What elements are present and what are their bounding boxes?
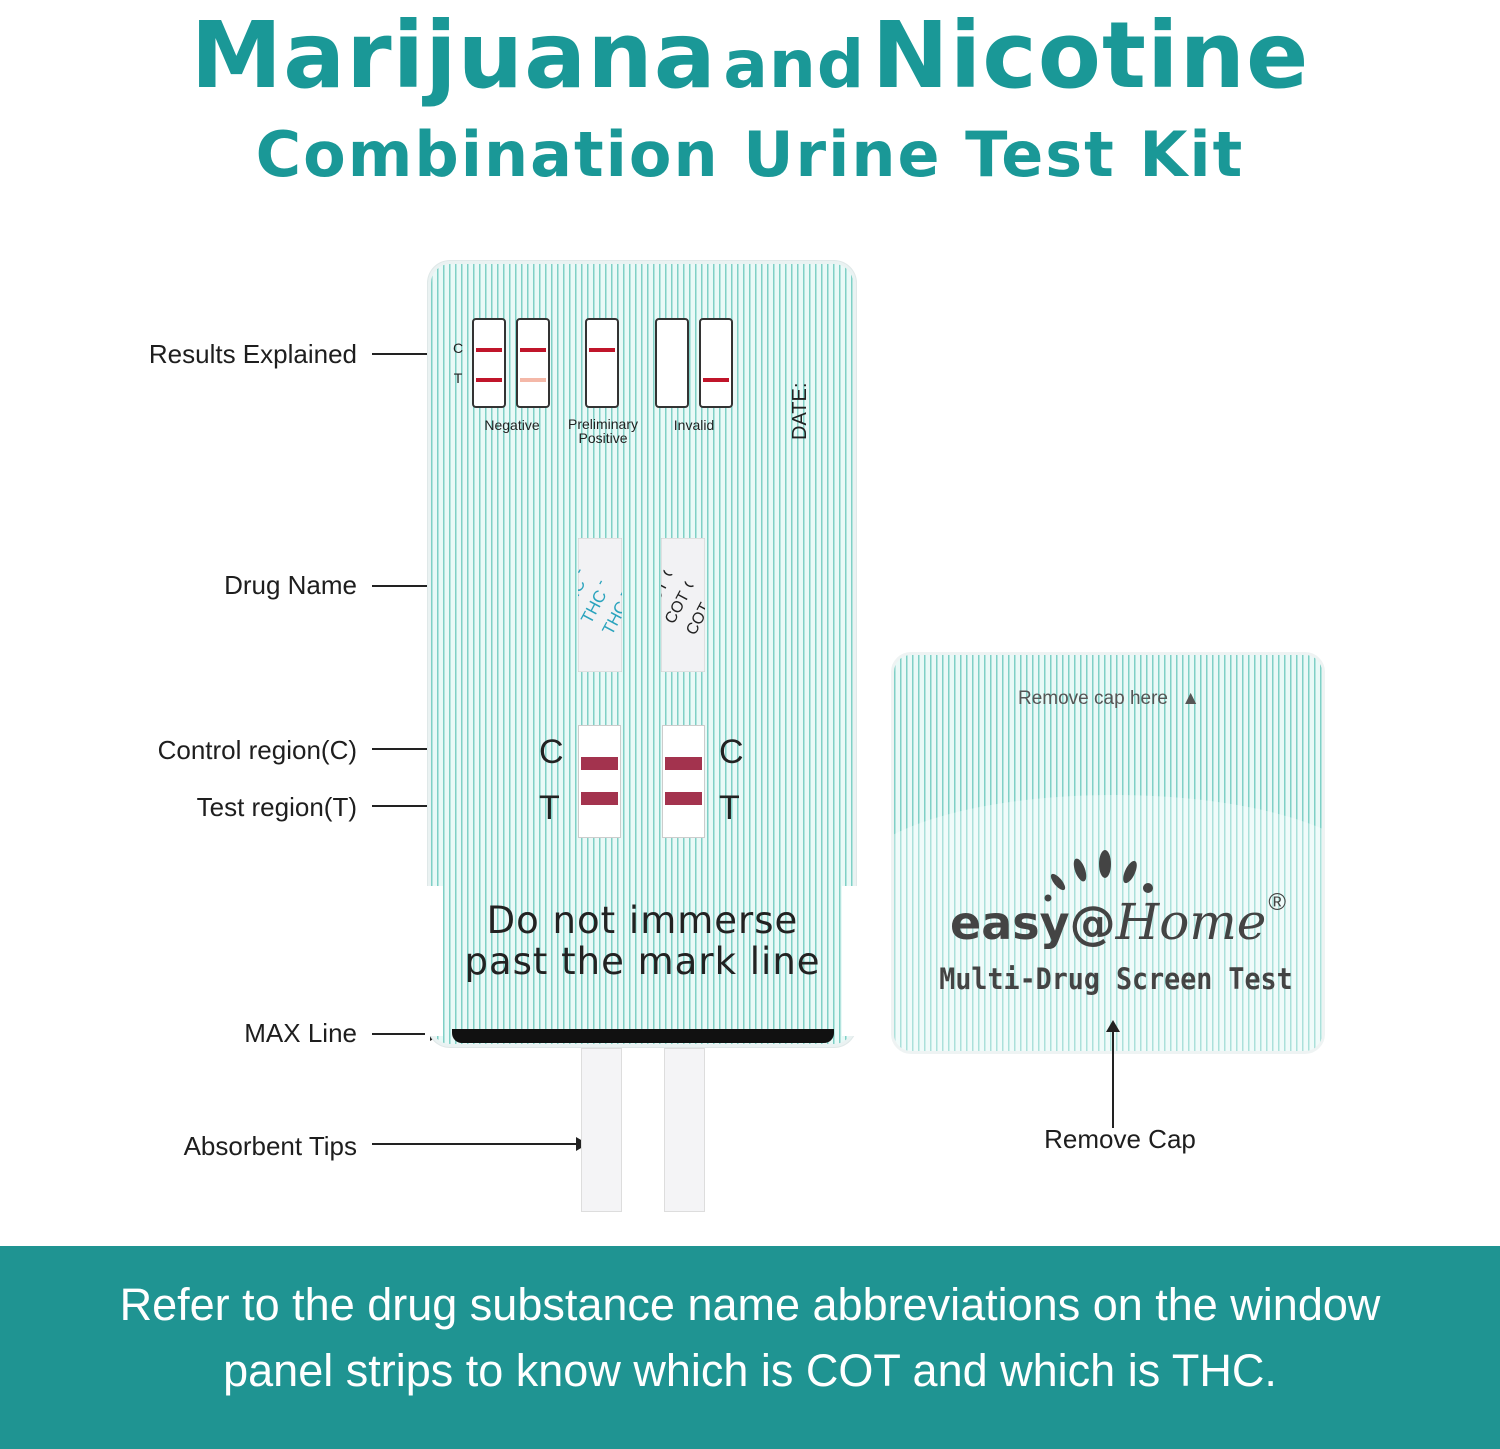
page-title: Marijuana and Nicotine <box>0 2 1500 109</box>
faint-test-line <box>520 378 546 382</box>
label-control-region: Control region(C) <box>157 735 357 765</box>
key-t-letter: T <box>453 370 463 386</box>
footer-text: Refer to the drug substance name abbrevi… <box>0 1272 1500 1404</box>
control-line <box>520 348 546 352</box>
label-negative: Negative <box>484 417 540 433</box>
key-c-letter: C <box>452 340 464 356</box>
card-lower-panel <box>443 886 842 1036</box>
remove-cap-here-text: Remove cap here ▲ <box>1018 688 1200 710</box>
title-word-and: and <box>723 26 866 103</box>
label-max-line: MAX Line <box>244 1018 357 1048</box>
absorbent-tip-right <box>664 1048 705 1212</box>
control-line <box>476 348 502 352</box>
strip-window-thc <box>578 725 621 838</box>
label-positive: Positive <box>578 430 628 446</box>
arrow-remove-cap <box>1112 1024 1114 1128</box>
label-test-region: Test region(T) <box>196 792 357 822</box>
brand-easy: easy@ <box>950 896 1116 950</box>
strip-c-left: C <box>539 733 564 771</box>
brand-logo: easy@Home® <box>950 889 1286 951</box>
label-remove-cap: Remove Cap <box>1044 1124 1196 1154</box>
footer-line-2: panel strips to know which is COT and wh… <box>223 1345 1277 1396</box>
arrow-remove-cap-head <box>1106 1020 1120 1032</box>
result-window-negative-1 <box>472 318 506 408</box>
remove-cap-here-label: Remove cap here <box>1018 688 1168 709</box>
registered-mark: ® <box>1268 889 1287 916</box>
test-line <box>476 378 502 382</box>
test-line <box>703 378 729 382</box>
footer-banner <box>0 1246 1500 1449</box>
product-name: Multi-Drug Screen Test <box>939 962 1293 996</box>
control-line <box>589 348 615 352</box>
strip-t-right: T <box>719 789 740 827</box>
label-absorbent-tips: Absorbent Tips <box>183 1131 357 1161</box>
label-preliminary: Preliminary <box>567 416 638 432</box>
result-window-invalid-2 <box>699 318 733 408</box>
cap-wave <box>894 795 1322 1051</box>
strip-c-right: C <box>719 733 744 771</box>
absorbent-tip-left <box>581 1048 622 1212</box>
control-band <box>665 757 702 770</box>
footer-line-1: Refer to the drug substance name abbrevi… <box>119 1279 1381 1330</box>
drug-window-cot: COT COT COT COT COT COT COT COT COT COT … <box>661 538 705 672</box>
instruction-line-2: past the mark line <box>464 940 821 983</box>
card-notch-right <box>842 886 860 1036</box>
max-line-bar <box>452 1029 834 1043</box>
drug-window-thc: THC THC THC THC THC THC THC THC THC THC … <box>578 538 622 672</box>
logo-splash-icon <box>1044 850 1153 902</box>
strip-t-left: T <box>539 789 560 827</box>
card-notch-left <box>425 886 443 1036</box>
result-window-negative-2 <box>516 318 550 408</box>
title-word-nicotine: Nicotine <box>871 2 1310 109</box>
test-band <box>665 792 702 805</box>
label-results-explained: Results Explained <box>148 339 357 369</box>
instruction-line-1: Do not immerse <box>486 899 799 942</box>
up-arrow-icon: ▲ <box>1181 688 1201 709</box>
label-drug-name: Drug Name <box>224 570 357 600</box>
test-band <box>581 792 618 805</box>
result-window-positive <box>585 318 619 408</box>
brand-home: Home <box>1115 893 1267 951</box>
label-preliminary-positive: Preliminary Positive <box>560 417 646 445</box>
id-label: ID: <box>758 378 784 383</box>
page-subtitle: Combination Urine Test Kit <box>255 118 1245 191</box>
date-label: DATE: <box>789 383 811 440</box>
strip-window-cot <box>662 725 705 838</box>
control-band <box>581 757 618 770</box>
immersion-instruction: Do not immerse past the mark line <box>443 900 842 982</box>
arrow-absorbent-tips <box>372 1137 588 1151</box>
cap-panel <box>891 652 1325 1054</box>
title-word-marijuana: Marijuana <box>190 2 717 109</box>
label-invalid: Invalid <box>673 417 715 433</box>
result-window-invalid-1 <box>655 318 689 408</box>
id-date-labels: ID: DATE: <box>758 378 811 440</box>
